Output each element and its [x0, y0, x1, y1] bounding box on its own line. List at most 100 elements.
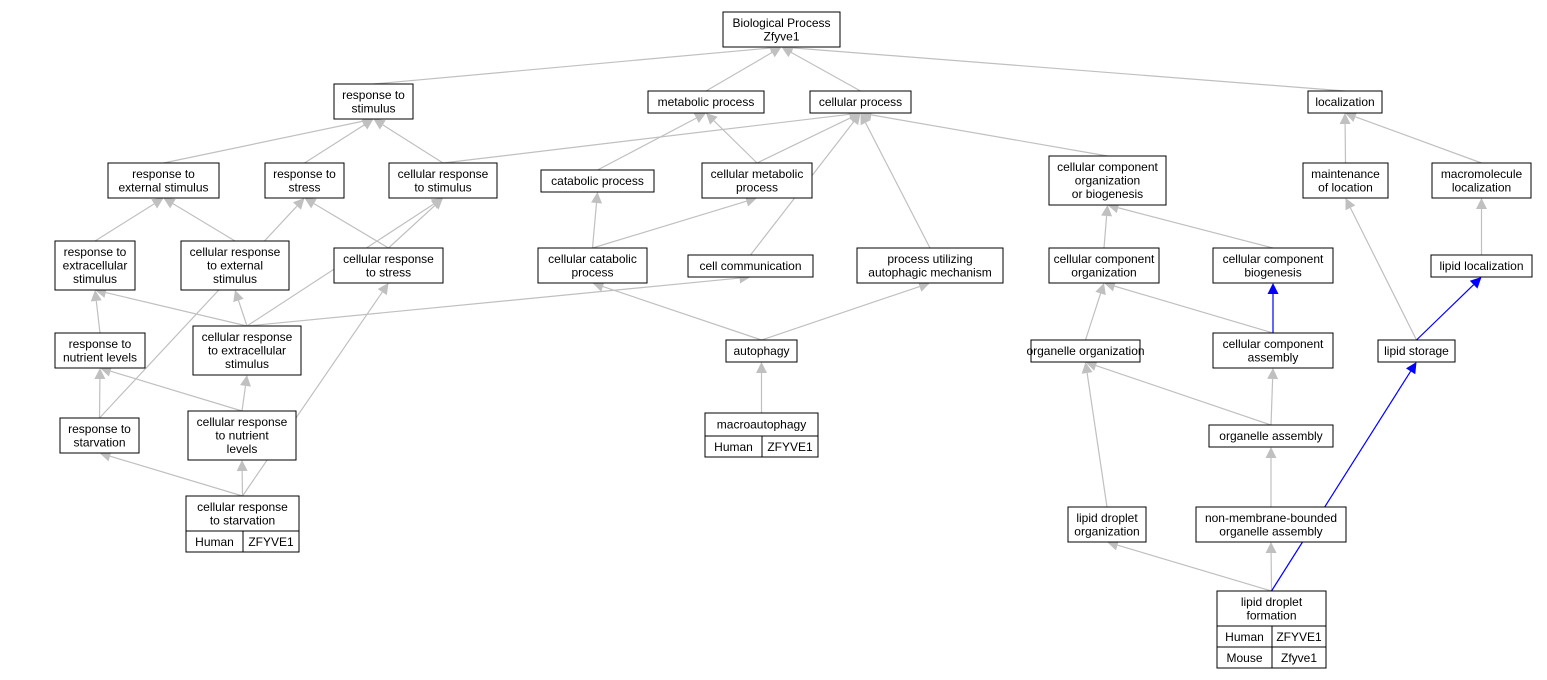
edge-crsv-to-crnl — [236, 460, 248, 497]
edge-mac-to-aut — [756, 362, 767, 413]
edge-ccatp-to-catp — [591, 192, 602, 249]
go-term-label: response to — [64, 245, 127, 259]
go-term-node-oa[interactable]: organelle assembly — [1208, 424, 1334, 448]
species-label: Human — [714, 440, 753, 454]
edge-ldf-to-nmboa — [1265, 542, 1277, 592]
go-term-label: cellular component — [1057, 160, 1158, 174]
edge-cca-to-ccb — [1267, 283, 1279, 333]
edge-cmp-to-cp — [756, 112, 861, 164]
gene-label: ZFYVE1 — [248, 535, 294, 549]
go-term-label: non-membrane-bounded — [1205, 511, 1337, 525]
go-term-node-catp[interactable]: catabolic process — [540, 169, 655, 193]
go-term-label: catabolic process — [551, 174, 644, 188]
go-term-label: autophagy — [733, 344, 789, 358]
go-term-node-oo[interactable]: organelle organization — [1026, 339, 1145, 363]
edge-mol-to-loc — [1339, 113, 1351, 164]
go-term-label: to stress — [366, 265, 411, 279]
edge-cres-to-res — [163, 198, 236, 242]
go-term-label: to stimulus — [414, 180, 471, 194]
species-label: Human — [1225, 630, 1264, 644]
edge-ll-to-macl — [1476, 198, 1487, 255]
go-term-node-loc[interactable]: localization — [1307, 90, 1383, 114]
edge-crs-to-cp — [442, 108, 861, 164]
go-term-label: lipid storage — [1384, 344, 1449, 358]
go-term-label: external stimulus — [118, 180, 208, 194]
edge-rnl-to-rexs — [90, 290, 102, 334]
go-term-label: to nutrient — [215, 429, 269, 443]
go-term-label: cellular response — [197, 415, 288, 429]
go-term-label: starvation — [73, 435, 125, 449]
edge-mp-to-bp — [705, 47, 782, 92]
edge-ldf-to-ls — [1270, 362, 1417, 592]
go-term-label: organelle assembly — [1219, 429, 1322, 443]
edge-rexs-to-res — [94, 198, 164, 242]
go-term-node-ll[interactable]: lipid localization — [1430, 254, 1533, 278]
edge-crs-to-rs — [373, 119, 444, 164]
go-term-node-mp[interactable]: metabolic process — [647, 90, 765, 114]
go-term-node-cc[interactable]: cell communication — [687, 254, 814, 278]
go-term-label: stimulus — [351, 101, 395, 115]
go-term-label: macromolecule — [1441, 167, 1523, 181]
go-term-label: organization — [1071, 265, 1136, 279]
edge-crst-to-rst — [304, 198, 389, 249]
go-term-label: localization — [1315, 95, 1374, 109]
go-term-node-cp[interactable]: cellular process — [809, 90, 912, 114]
go-term-node-ls[interactable]: lipid storage — [1377, 339, 1456, 363]
edge-crnl-to-crexs — [240, 375, 251, 412]
go-term-label: localization — [1452, 180, 1511, 194]
go-term-label: of location — [1318, 180, 1373, 194]
go-term-label: to extracellular — [208, 344, 286, 358]
edge-loc-to-bp — [781, 42, 1346, 92]
go-term-label: extracellular — [63, 259, 128, 273]
go-term-node-aut[interactable]: autophagy — [725, 339, 798, 363]
edge-ccb-to-ccob — [1107, 202, 1274, 249]
go-term-label: to external — [207, 259, 263, 273]
go-term-label: Zfyve1 — [763, 29, 799, 43]
edge-oa-to-oo — [1085, 360, 1272, 426]
edge-crnl-to-rnl — [100, 365, 243, 412]
go-term-label: response to — [273, 167, 336, 181]
go-term-label: stimulus — [225, 357, 269, 371]
go-term-label: process — [571, 265, 613, 279]
edge-rs-to-bp — [373, 42, 782, 85]
edge-puam-to-cp — [860, 113, 931, 249]
go-term-label: or biogenesis — [1072, 187, 1143, 201]
edge-oo-to-cco — [1084, 283, 1106, 341]
edge-cmp-to-mp — [706, 113, 758, 164]
go-term-label: autophagic mechanism — [868, 265, 991, 279]
go-term-label: cellular metabolic — [711, 167, 804, 181]
go-term-label: macroautophagy — [717, 418, 806, 432]
go-term-label: cellular process — [819, 95, 902, 109]
go-term-label: process utilizing — [887, 252, 972, 266]
go-term-label: nutrient levels — [63, 350, 137, 364]
